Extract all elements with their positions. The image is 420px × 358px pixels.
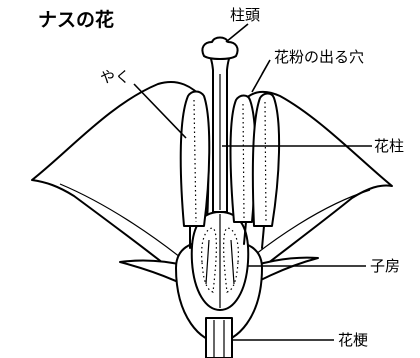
- diagram-title: ナスの花: [38, 8, 114, 31]
- pedicel: [206, 318, 232, 358]
- label-style: 花柱: [374, 137, 404, 155]
- label-anther: やく: [100, 68, 130, 86]
- stigma: [202, 38, 237, 60]
- label-pedicel: 花梗: [338, 331, 368, 349]
- label-stigma: 柱頭: [230, 6, 260, 24]
- label-ovary: 子房: [370, 257, 400, 275]
- style-column: [208, 52, 232, 212]
- label-pollen-pore: 花粉の出る穴: [274, 48, 364, 66]
